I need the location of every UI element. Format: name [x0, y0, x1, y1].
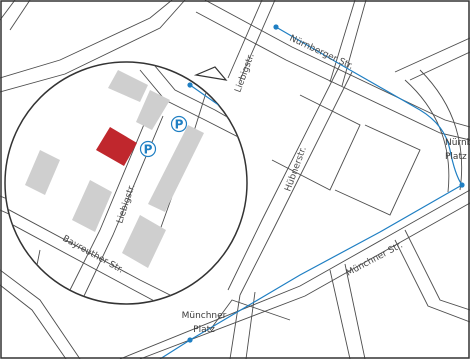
place-label-muenchner-platz-line2: Platz: [193, 325, 215, 335]
tram-stop-icon[interactable]: [273, 24, 279, 30]
building: [122, 215, 166, 268]
place-label-nuernberger-platz-line1: Nürnb: [445, 138, 470, 148]
parking-icon[interactable]: P: [139, 140, 157, 158]
tram-stop-icon[interactable]: [187, 82, 193, 88]
tram-stop-icon[interactable]: [459, 182, 465, 188]
tram-line: [159, 26, 463, 359]
place-label-nuernberger-platz-line2: Platz: [445, 152, 467, 162]
inset-pointer: [193, 66, 228, 81]
detail-inset[interactable]: P P Liebigstr. Bayreuther Str.: [0, 60, 250, 320]
building: [148, 125, 204, 212]
parking-icon[interactable]: P: [170, 115, 188, 133]
building: [108, 70, 148, 102]
building: [72, 180, 112, 232]
tram-stops: [187, 24, 465, 343]
tram-stop-icon[interactable]: [187, 337, 193, 343]
destination-building[interactable]: [96, 127, 137, 166]
building: [136, 90, 170, 130]
place-label-muenchner-platz-line1: Münchner: [182, 311, 227, 321]
parking-symbol: P: [144, 143, 153, 157]
inset-buildings: [25, 70, 204, 268]
parking-symbol: P: [175, 118, 184, 132]
building: [25, 150, 60, 195]
